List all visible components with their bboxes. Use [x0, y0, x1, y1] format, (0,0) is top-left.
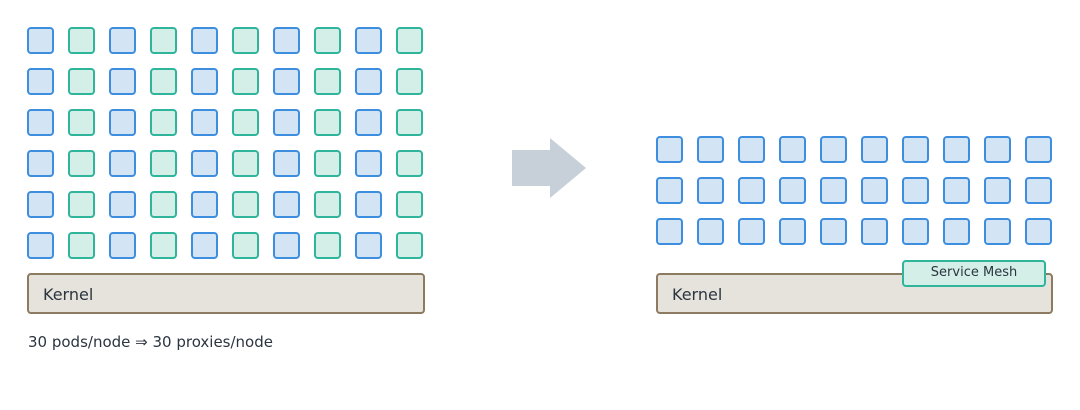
left-kernel: Kernel — [27, 273, 425, 314]
pod-square — [738, 218, 765, 245]
proxy-square — [68, 232, 95, 259]
pod-square — [355, 27, 382, 54]
pod-square — [1025, 218, 1052, 245]
proxy-square — [396, 191, 423, 218]
pod-square — [355, 191, 382, 218]
proxy-square — [232, 232, 259, 259]
pod-square — [943, 218, 970, 245]
pod-square — [697, 136, 724, 163]
pod-square — [1025, 177, 1052, 204]
right-kernel: Kernel — [656, 273, 1053, 314]
pod-square — [656, 177, 683, 204]
pod-square — [902, 136, 929, 163]
proxy-square — [314, 109, 341, 136]
pod-square — [355, 68, 382, 95]
pod-square — [273, 191, 300, 218]
pod-square — [1025, 136, 1052, 163]
proxy-square — [68, 150, 95, 177]
proxy-square — [314, 68, 341, 95]
pod-square — [27, 109, 54, 136]
pod-square — [273, 27, 300, 54]
proxy-square — [396, 109, 423, 136]
pod-square — [109, 68, 136, 95]
pod-square — [656, 136, 683, 163]
proxy-square — [150, 232, 177, 259]
pod-square — [109, 191, 136, 218]
pod-square — [109, 109, 136, 136]
proxy-square — [150, 191, 177, 218]
proxy-square — [232, 27, 259, 54]
proxy-square — [396, 150, 423, 177]
proxy-square — [68, 68, 95, 95]
pod-square — [191, 109, 218, 136]
kernel-label: Kernel — [43, 285, 94, 304]
pod-square — [355, 150, 382, 177]
pod-square — [820, 218, 847, 245]
proxy-square — [150, 150, 177, 177]
proxy-square — [150, 109, 177, 136]
pod-square — [109, 27, 136, 54]
pod-square — [697, 177, 724, 204]
pod-square — [820, 177, 847, 204]
pod-square — [27, 191, 54, 218]
proxy-square — [314, 191, 341, 218]
pod-square — [191, 68, 218, 95]
pod-square — [861, 218, 888, 245]
pod-square — [984, 218, 1011, 245]
pod-square — [273, 68, 300, 95]
pod-square — [902, 218, 929, 245]
pod-square — [943, 177, 970, 204]
proxy-square — [314, 27, 341, 54]
caption: 30 pods/node ⇒ 30 proxies/node — [28, 333, 273, 351]
pod-square — [779, 177, 806, 204]
proxy-square — [396, 68, 423, 95]
pod-square — [943, 136, 970, 163]
proxy-square — [68, 27, 95, 54]
arrow-icon — [512, 138, 586, 198]
pod-square — [779, 136, 806, 163]
pod-square — [779, 218, 806, 245]
pod-square — [984, 136, 1011, 163]
proxy-square — [232, 150, 259, 177]
pod-square — [273, 150, 300, 177]
proxy-square — [314, 150, 341, 177]
pod-square — [27, 27, 54, 54]
pod-square — [273, 109, 300, 136]
pod-square — [738, 136, 765, 163]
pod-square — [861, 177, 888, 204]
pod-square — [27, 150, 54, 177]
proxy-square — [314, 232, 341, 259]
pod-square — [656, 218, 683, 245]
proxy-square — [150, 27, 177, 54]
proxy-square — [68, 109, 95, 136]
proxy-square — [396, 27, 423, 54]
pod-square — [191, 27, 218, 54]
pod-square — [27, 232, 54, 259]
proxy-square — [232, 68, 259, 95]
pod-square — [191, 232, 218, 259]
proxy-square — [232, 109, 259, 136]
pod-square — [902, 177, 929, 204]
pod-square — [191, 150, 218, 177]
proxy-square — [150, 68, 177, 95]
pod-square — [109, 232, 136, 259]
pod-square — [355, 109, 382, 136]
pod-square — [738, 177, 765, 204]
proxy-square — [68, 191, 95, 218]
pod-square — [109, 150, 136, 177]
pod-square — [273, 232, 300, 259]
pod-square — [861, 136, 888, 163]
pod-square — [27, 68, 54, 95]
service-mesh-box: Service Mesh — [902, 260, 1046, 287]
pod-square — [820, 136, 847, 163]
kernel-label: Kernel — [672, 285, 723, 304]
pod-square — [191, 191, 218, 218]
pod-square — [984, 177, 1011, 204]
proxy-square — [232, 191, 259, 218]
pod-square — [355, 232, 382, 259]
pod-square — [697, 218, 724, 245]
proxy-square — [396, 232, 423, 259]
